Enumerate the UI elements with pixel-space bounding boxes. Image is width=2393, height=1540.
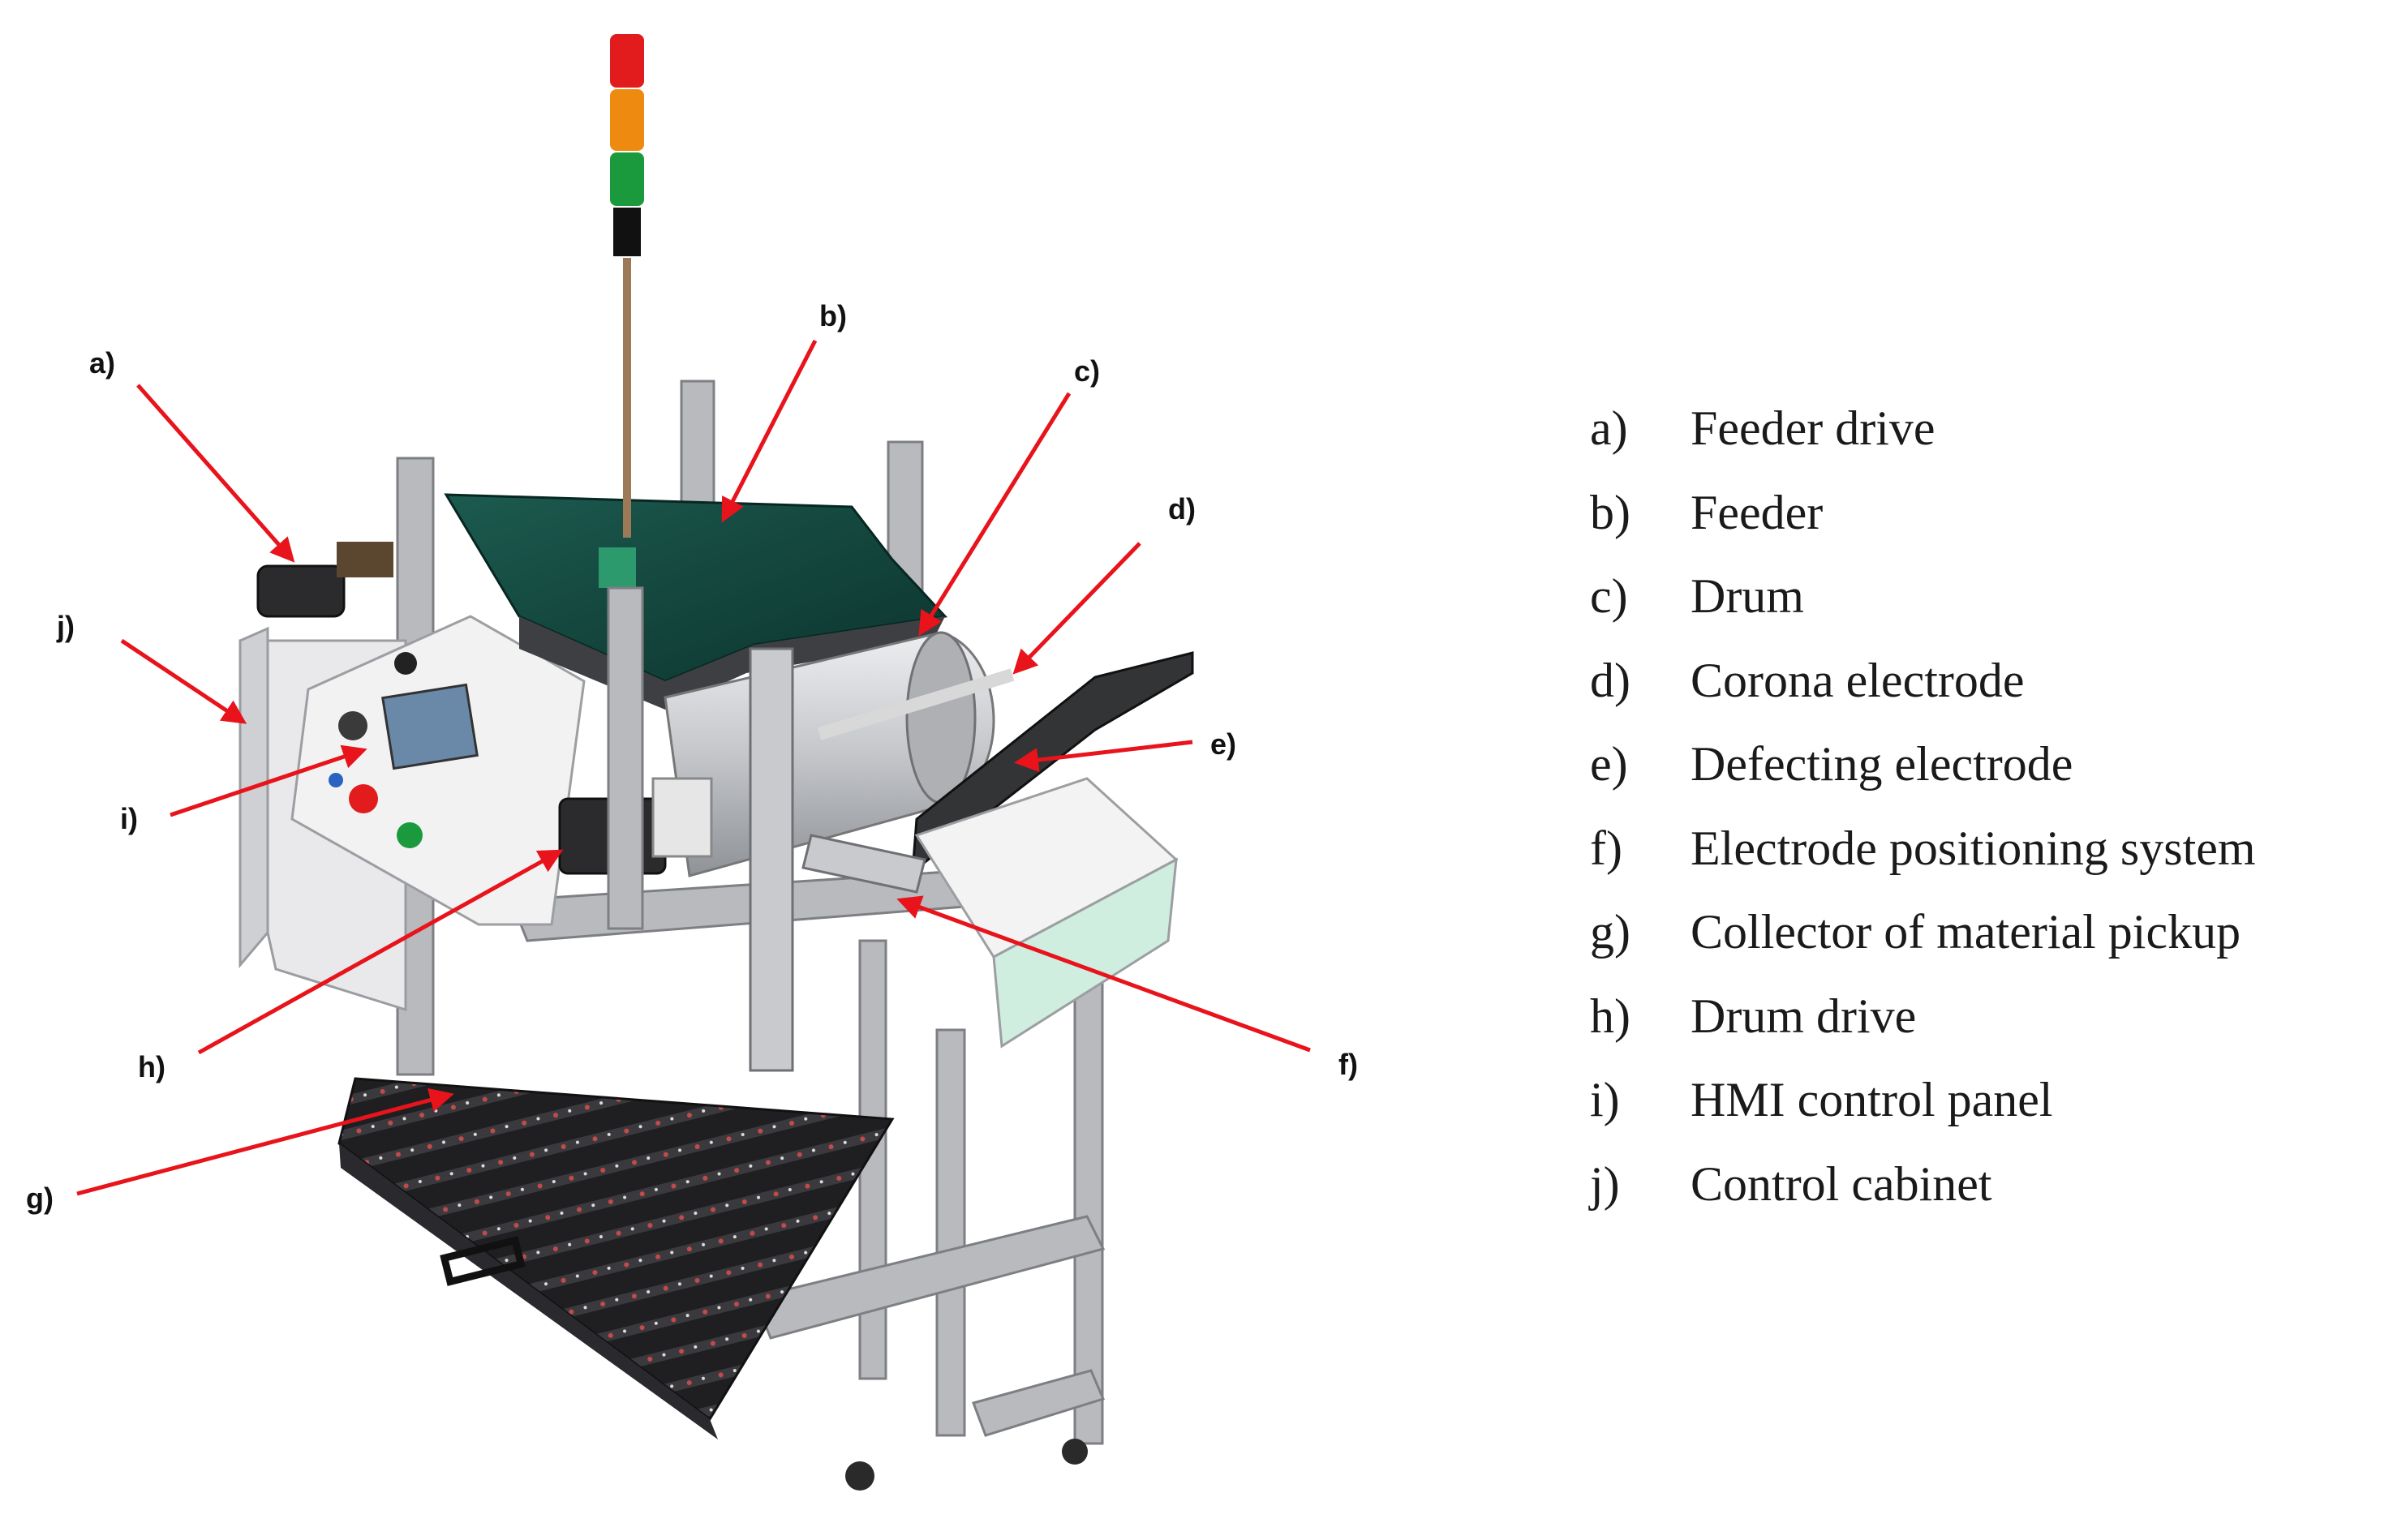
legend-label: Electrode positioning system — [1691, 821, 2256, 875]
legend-label: Drum — [1691, 569, 1804, 623]
legend-item-f: f) Electrode positioning system — [1590, 816, 2385, 900]
callout-j: j) — [56, 610, 75, 643]
legend-label: Collector of material pickup — [1691, 905, 2241, 959]
legend-key: i) — [1590, 1073, 1620, 1126]
legend-key: c) — [1590, 569, 1628, 623]
material-collector-tray — [337, 1077, 895, 1439]
callout-a: a) — [89, 346, 115, 380]
legend-key: g) — [1590, 905, 1630, 959]
legend-label: Defecting electrode — [1691, 737, 2073, 791]
hmi-control-panel — [290, 615, 586, 926]
callout-d: d) — [1168, 492, 1196, 525]
feeder-drive-motor — [256, 542, 393, 618]
legend-item-j: j) Control cabinet — [1590, 1152, 2385, 1236]
legend-item-h: h) Drum drive — [1590, 984, 2385, 1068]
legend-label: Corona electrode — [1691, 653, 2025, 707]
corona-electrode — [817, 668, 1015, 740]
legend-key: f) — [1590, 821, 1622, 875]
electrode-positioning-system — [749, 647, 926, 1072]
legend-key: h) — [1590, 989, 1630, 1043]
arrow-c — [918, 392, 1072, 637]
separator-machine — [238, 34, 1194, 1491]
legend-item-c: c) Drum — [1590, 564, 2385, 648]
callout-b: b) — [819, 299, 847, 332]
drum — [664, 631, 995, 877]
arrow-b — [721, 339, 818, 523]
legend-item-g: g) Collector of material pickup — [1590, 899, 2385, 984]
callout-e: e) — [1210, 727, 1236, 761]
signal-tower — [599, 34, 644, 930]
legend: a) Feeder drive b) Feeder c) Drum d) Corona … — [1590, 396, 2385, 1235]
legend-item-b: b) Feeder — [1590, 480, 2385, 564]
legend-item-e: e) Defecting electrode — [1590, 731, 2385, 816]
callout-h: h) — [138, 1050, 165, 1083]
callout-f: f) — [1338, 1048, 1358, 1081]
arrow-h — [197, 849, 564, 1055]
arrow-e — [1014, 740, 1193, 773]
callout-arrows — [76, 339, 1311, 1196]
arrow-g — [76, 1087, 454, 1196]
legend-key: e) — [1590, 737, 1628, 791]
callout-i: i) — [120, 802, 138, 835]
callout-c: c) — [1074, 354, 1100, 388]
arrow-j — [120, 638, 247, 724]
legend-item-d: d) Corona electrode — [1590, 648, 2385, 732]
legend-item-a: a) Feeder drive — [1590, 396, 2385, 480]
legend-key: d) — [1590, 653, 1630, 707]
legend-label: Feeder — [1691, 485, 1824, 539]
arrow-a — [136, 384, 295, 563]
arrow-i — [170, 744, 367, 817]
legend-label: Control cabinet — [1691, 1156, 1992, 1211]
callout-g: g) — [26, 1182, 54, 1215]
legend-key: a) — [1590, 401, 1628, 455]
legend-item-i: i) HMI control panel — [1590, 1067, 2385, 1152]
arrow-f — [896, 895, 1311, 1053]
collecting-box — [914, 777, 1179, 1049]
legend-label: Drum drive — [1691, 989, 1917, 1043]
casters — [845, 1439, 1088, 1491]
legend-key: j) — [1590, 1156, 1620, 1211]
legend-key: b) — [1590, 485, 1630, 539]
arrow-d — [1012, 542, 1141, 675]
legend-label: Feeder drive — [1691, 401, 1935, 455]
legend-label: HMI control panel — [1691, 1073, 2053, 1126]
